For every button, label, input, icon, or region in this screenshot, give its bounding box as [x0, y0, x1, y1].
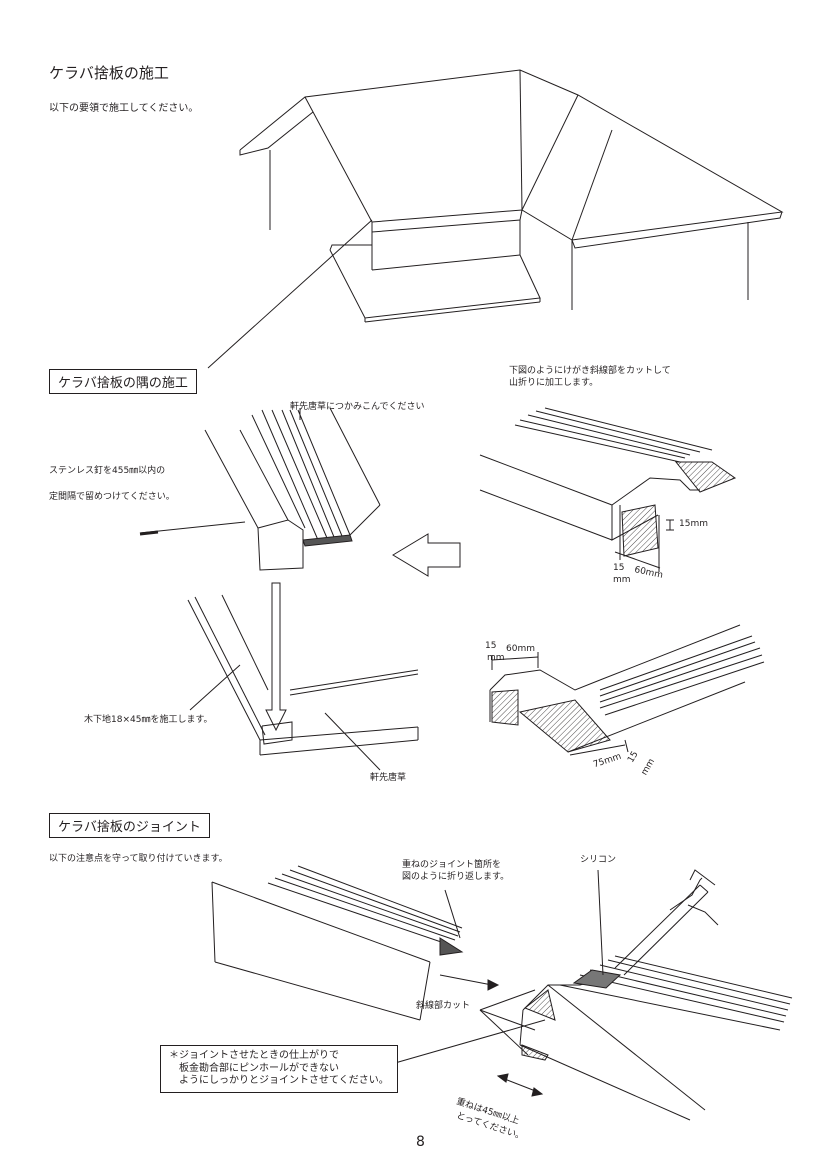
- label-cut-line1: 下図のようにけがき斜線部をカットして: [509, 366, 671, 376]
- section1-intro: 以下の要領で施工してください。: [49, 103, 199, 114]
- note-line3: ようにしっかりとジョイントさせてください。: [179, 1075, 389, 1086]
- label-eave-flashing: 軒先唐草: [370, 773, 407, 783]
- label-silicone: シリコン: [580, 855, 617, 865]
- joint-left-piece: [211, 865, 500, 1021]
- label-15-bottom: 15: [613, 563, 625, 573]
- label-fold-line2: 図のように折り返します。: [402, 872, 510, 882]
- label-15mm-side: 15mm: [679, 519, 708, 529]
- label-15-top: 15: [485, 641, 497, 651]
- section1-title: ケラバ捨板の施工: [49, 64, 169, 82]
- label-mm-top: mm: [487, 653, 505, 663]
- page-number: 8: [416, 1134, 425, 1150]
- label-nail-line1: ステンレス釘を455㎜以内の: [49, 466, 166, 476]
- label-insert-eave: 軒先唐草につかみこんでください: [290, 402, 425, 412]
- joint-right-piece: [387, 869, 793, 1121]
- label-cut-line2: 山折りに加工します。: [509, 378, 599, 388]
- section3-title: ケラバ捨板のジョイント: [58, 820, 201, 835]
- cut-detail-bottom: [489, 624, 765, 756]
- label-nail-line2: 定間隔で留めつけてください。: [49, 492, 175, 502]
- label-60mm-top: 60mm: [506, 644, 535, 654]
- corner-detail-bottom: [187, 582, 419, 771]
- joint-note-box: ＊ジョイントさせたときの仕上がりで 板金勘合部にピンホールができない ようにしっ…: [160, 1045, 398, 1093]
- section3-title-box: ケラバ捨板のジョイント: [49, 813, 210, 838]
- cut-detail-top: [479, 407, 737, 572]
- label-mm-bottom: mm: [613, 575, 631, 585]
- label-diagonal-cut: 斜線部カット: [416, 1001, 471, 1011]
- label-fold-line1: 重ねのジョイント箇所を: [402, 860, 502, 870]
- label-wood-base: 木下地18×45㎜を施工します。: [84, 715, 213, 725]
- section3-intro: 以下の注意点を守って取り付けていきます。: [49, 854, 228, 864]
- note-line1: ＊ジョイントさせたときの仕上がりで: [169, 1050, 339, 1061]
- left-arrow-icon: [392, 533, 461, 577]
- corner-detail-top: [139, 407, 381, 571]
- section2-title-box: ケラバ捨板の隅の施工: [49, 369, 197, 394]
- house-roof-illustration: [207, 69, 784, 369]
- note-line2: 板金勘合部にピンホールができない: [179, 1062, 339, 1074]
- section2-title: ケラバ捨板の隅の施工: [58, 376, 188, 391]
